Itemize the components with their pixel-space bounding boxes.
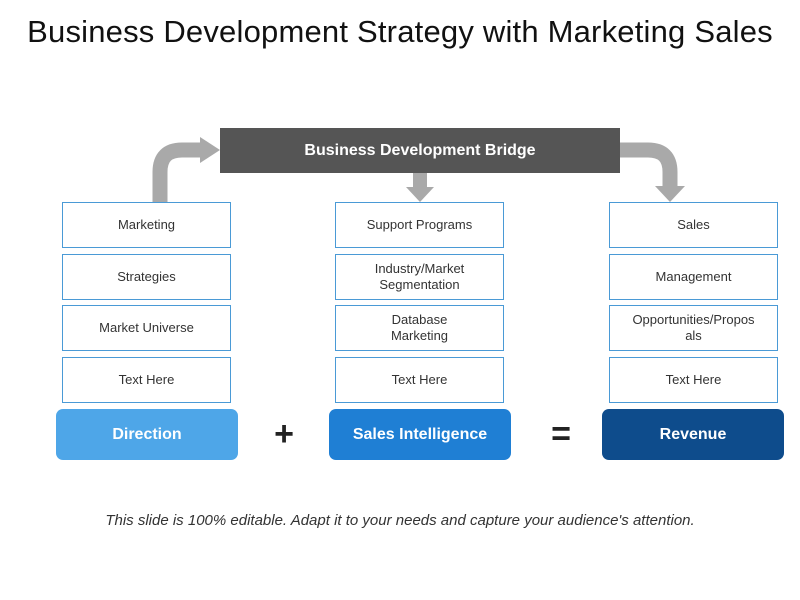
- plus-operator: +: [274, 415, 294, 453]
- slide-title: Business Development Strategy with Marke…: [27, 14, 773, 49]
- item-database-marketing: Database Marketing: [335, 305, 504, 351]
- item-market-universe: Market Universe: [62, 305, 231, 351]
- item-text-here-3: Text Here: [609, 357, 778, 403]
- bridge-banner: Business Development Bridge: [220, 128, 620, 173]
- item-management: Management: [609, 254, 778, 300]
- item-text-here-2: Text Here: [335, 357, 504, 403]
- result-revenue: Revenue: [602, 409, 784, 460]
- footer-note: This slide is 100% editable. Adapt it to…: [105, 512, 695, 529]
- item-sales: Sales: [609, 202, 778, 248]
- right-arrow-head-icon: [655, 186, 685, 202]
- equals-operator: =: [551, 415, 571, 453]
- item-strategies: Strategies: [62, 254, 231, 300]
- result-direction: Direction: [56, 409, 238, 460]
- result-sales-intelligence: Sales Intelligence: [329, 409, 511, 460]
- left-curved-arrow-icon: [152, 142, 200, 203]
- left-arrow-head-icon: [200, 137, 220, 163]
- item-industry-segmentation: Industry/Market Segmentation: [335, 254, 504, 300]
- item-marketing: Marketing: [62, 202, 231, 248]
- item-text-here-1: Text Here: [62, 357, 231, 403]
- item-opportunities-proposals: Opportunities/Proposals: [609, 305, 778, 351]
- center-arrow-shaft-icon: [413, 173, 427, 187]
- item-support-programs: Support Programs: [335, 202, 504, 248]
- right-curved-arrow-icon: [620, 142, 678, 186]
- center-arrow-head-icon: [406, 187, 434, 202]
